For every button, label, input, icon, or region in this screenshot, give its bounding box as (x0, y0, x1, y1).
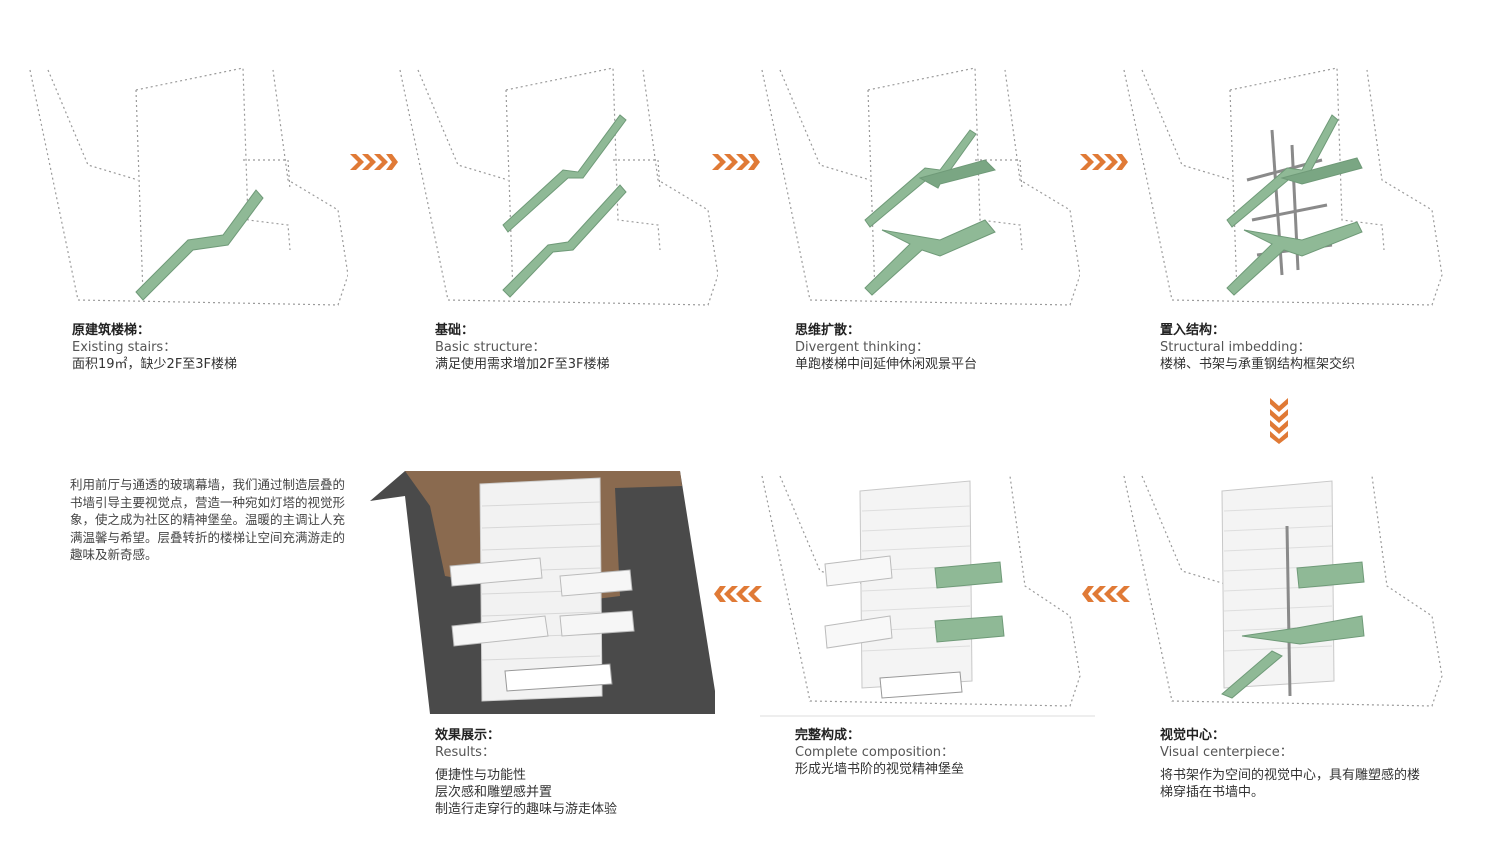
basic-structure-drawing (399, 67, 718, 306)
caption-structural-imbedding: 置入结构： Structural imbedding： 楼梯、书架与承重钢结构框… (1160, 323, 1356, 372)
caption-visual-centerpiece: 视觉中心： Visual centerpiece： 将书架作为空间的视觉中心，具… (1160, 728, 1421, 800)
caption-results: 效果展示： Results： 便捷性与功能性 层次感和雕塑感并置 制造行走穿行的… (435, 728, 618, 817)
caption-divergent-thinking: 思维扩散： Divergent thinking： 单跑楼梯中间延伸休闲观景平台 (795, 323, 978, 372)
divergent-thinking-drawing (761, 67, 1080, 306)
complete-composition-drawing (760, 475, 1095, 717)
visual-centerpiece-drawing (1123, 475, 1443, 707)
diagram-divergent-thinking (760, 60, 1080, 315)
chevron-right-icon (1080, 154, 1128, 170)
intro-paragraph: 利用前厅与通透的玻璃幕墙，我们通过制造层叠的书墙引导主要视觉点，营造一种宛如灯塔… (70, 477, 346, 562)
diagram-complete-composition (760, 466, 1095, 718)
structural-imbedding-drawing (1123, 67, 1443, 306)
diagram-results (370, 466, 715, 716)
chevron-left-icon (1082, 586, 1130, 602)
existing-stairs-drawing (29, 67, 348, 306)
results-render (370, 471, 715, 714)
diagram-visual-centerpiece (1122, 466, 1452, 718)
diagram-existing-stairs (28, 60, 348, 315)
stair-flight (135, 189, 264, 301)
caption-existing-stairs: 原建筑楼梯： Existing stairs： 面积19㎡，缺少2F至3F楼梯 (72, 323, 238, 372)
chevron-right-icon (350, 154, 398, 170)
diagram-structural-imbedding (1122, 60, 1452, 315)
caption-basic-structure: 基础： Basic structure： 满足使用需求增加2F至3F楼梯 (435, 323, 610, 372)
chevron-right-icon (712, 154, 760, 170)
caption-complete-composition: 完整构成： Complete composition： 形成光墙书阶的视觉精神堡… (795, 728, 965, 777)
chevron-down-icon (1270, 398, 1288, 444)
diagram-basic-structure (398, 60, 718, 315)
chevron-left-icon (714, 586, 762, 602)
